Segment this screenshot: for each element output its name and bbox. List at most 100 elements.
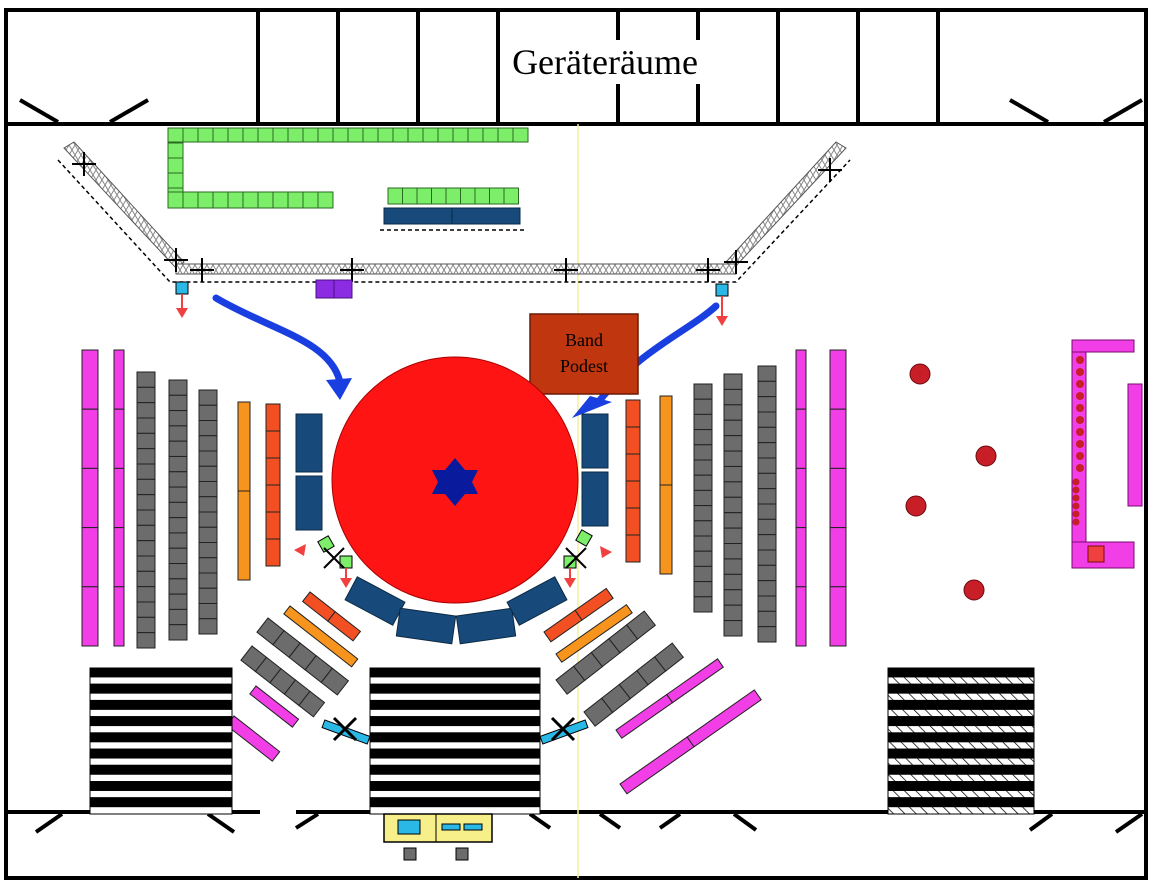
- green-seating-middle: [387, 187, 519, 205]
- step: [369, 789, 541, 799]
- grey-seat: [723, 604, 743, 622]
- grey-seat: [723, 388, 743, 406]
- seat: [482, 127, 499, 143]
- grey-seat: [723, 373, 743, 390]
- seat: [167, 127, 184, 143]
- grey-seat: [693, 550, 713, 567]
- bar-stool: [1076, 464, 1084, 472]
- bar-stool: [1072, 478, 1080, 486]
- navy-benches-stage: [295, 413, 609, 645]
- seat: [474, 187, 490, 205]
- magenta-bench: [81, 467, 99, 529]
- cyan-light-bars: [321, 716, 589, 745]
- step: [369, 725, 541, 734]
- step-edge: [887, 797, 1035, 808]
- grey-seat: [168, 471, 188, 488]
- seat: [437, 127, 454, 143]
- seat: [392, 127, 409, 143]
- grey-seat: [136, 417, 156, 434]
- grey-seat: [757, 457, 777, 474]
- grey-seat: [136, 570, 156, 588]
- magenta-bench: [113, 527, 125, 588]
- red-bench: [265, 484, 281, 513]
- grey-seat: [723, 620, 743, 637]
- step-edge: [89, 683, 233, 694]
- red-bench: [265, 511, 281, 540]
- storage-label-bg: [500, 40, 710, 84]
- grey-seat: [136, 632, 156, 649]
- step: [89, 725, 233, 734]
- bar-stool: [1072, 510, 1080, 518]
- grey-seat: [693, 383, 713, 400]
- step: [369, 773, 541, 783]
- grey-seat: [198, 557, 218, 574]
- step-edge: [369, 716, 541, 727]
- bar-stool: [1076, 452, 1084, 460]
- grey-seat: [757, 426, 777, 444]
- seat: [452, 127, 469, 143]
- magenta-bench: [795, 349, 807, 410]
- grey-seat: [723, 435, 743, 452]
- seat: [467, 127, 484, 143]
- grey-seat: [757, 396, 777, 413]
- red-bench: [625, 507, 641, 536]
- magenta-bench: [829, 349, 847, 410]
- step-edge: [369, 667, 541, 678]
- magenta-bench: [113, 586, 125, 647]
- seat: [212, 191, 229, 209]
- step: [887, 725, 1035, 734]
- orange-bench: [555, 603, 633, 663]
- grey-seat: [168, 578, 188, 595]
- grey-seat: [198, 450, 218, 467]
- purple-boxes: [315, 279, 353, 299]
- seat: [167, 172, 184, 189]
- magenta-bench: [829, 527, 847, 588]
- grey-seat: [168, 410, 188, 427]
- step: [369, 708, 541, 718]
- magenta-bench: [113, 467, 125, 529]
- grey-seat: [757, 549, 777, 566]
- magenta-bench-row: [619, 689, 762, 795]
- bar-stool: [1076, 356, 1084, 364]
- grey-seat: [136, 386, 156, 404]
- orange-bench: [237, 401, 251, 492]
- green-seating-top: [167, 127, 529, 209]
- seat: [287, 127, 304, 143]
- step: [369, 806, 541, 815]
- step-edge: [369, 797, 541, 808]
- seat: [242, 191, 259, 209]
- red-bench-row: [301, 591, 362, 642]
- grey-seat: [693, 581, 713, 598]
- red-bench: [543, 609, 583, 643]
- seat: [332, 127, 349, 143]
- bar-stool: [1072, 494, 1080, 502]
- grey-seat: [168, 532, 188, 549]
- door-swings: [18, 98, 1144, 834]
- grey-seat: [298, 690, 326, 718]
- bleacher-center: [369, 667, 541, 815]
- grey-seat: [198, 526, 218, 543]
- seat: [182, 191, 199, 209]
- seat: [167, 191, 184, 209]
- grey-seat: [625, 610, 657, 640]
- grey-seat: [757, 534, 777, 551]
- step: [89, 741, 233, 750]
- seat: [402, 187, 418, 205]
- magenta-bench: [795, 586, 807, 647]
- magenta-bench: [829, 467, 847, 529]
- grey-seat: [723, 573, 743, 591]
- red-bench: [265, 403, 281, 432]
- magenta-bench: [249, 685, 300, 728]
- step-edge: [89, 748, 233, 759]
- truss-rig: [57, 141, 851, 283]
- step: [887, 676, 1035, 685]
- magenta-bench-row: [225, 715, 281, 762]
- grey-seat: [723, 496, 743, 514]
- seat: [197, 127, 214, 143]
- grey-seat: [168, 563, 188, 580]
- red-bench: [625, 453, 641, 482]
- arrow-heads: [326, 378, 612, 418]
- truss-clamps: [72, 152, 842, 282]
- step-edge: [89, 716, 233, 727]
- grey-seat: [198, 435, 218, 452]
